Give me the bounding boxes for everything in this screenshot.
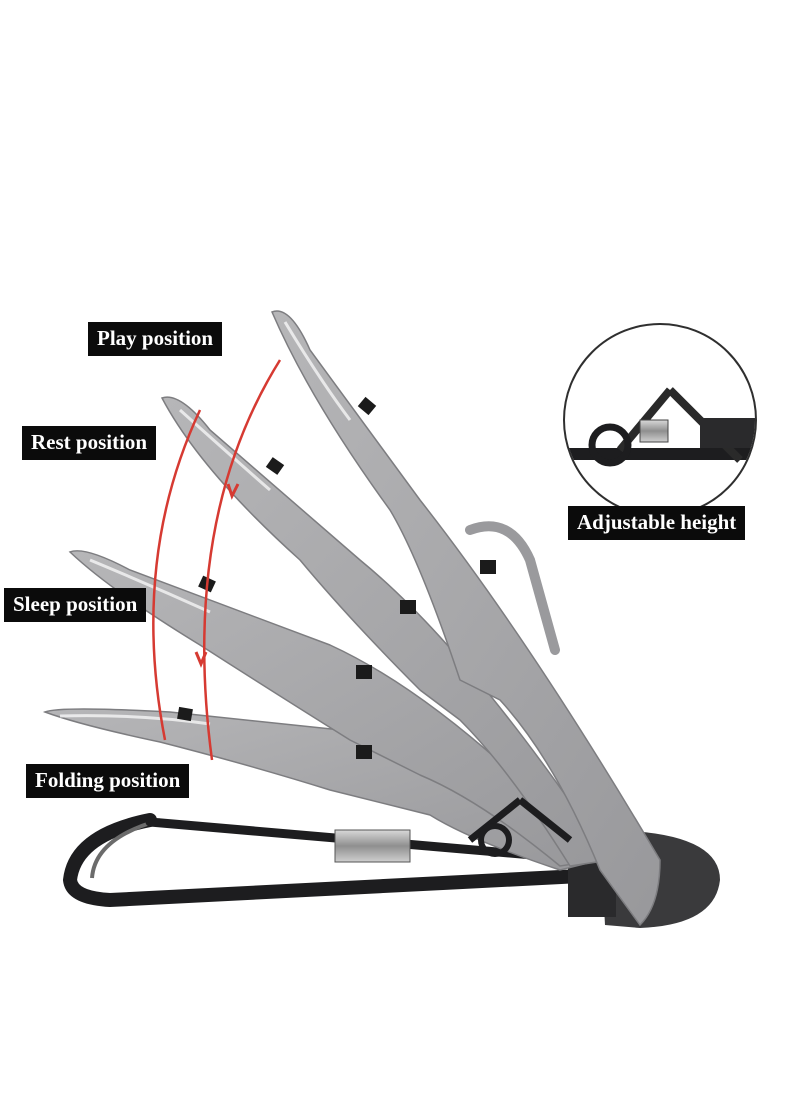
seat-folding-position — [42, 708, 602, 871]
hinge-mechanism — [467, 797, 573, 857]
label-play-position: Play position — [88, 322, 223, 356]
motion-arrows — [152, 359, 282, 761]
label-folding-position: Folding position — [26, 764, 190, 798]
side-strap — [465, 521, 560, 655]
seat-rest-position — [160, 396, 612, 867]
seat-play-position — [271, 310, 661, 927]
inset-adjustable-height — [563, 323, 757, 517]
label-sleep-position: Sleep position — [4, 588, 147, 622]
label-adjustable-height: Adjustable height — [568, 506, 746, 540]
frame-clip — [334, 829, 411, 863]
label-rest-position: Rest position — [22, 426, 157, 460]
